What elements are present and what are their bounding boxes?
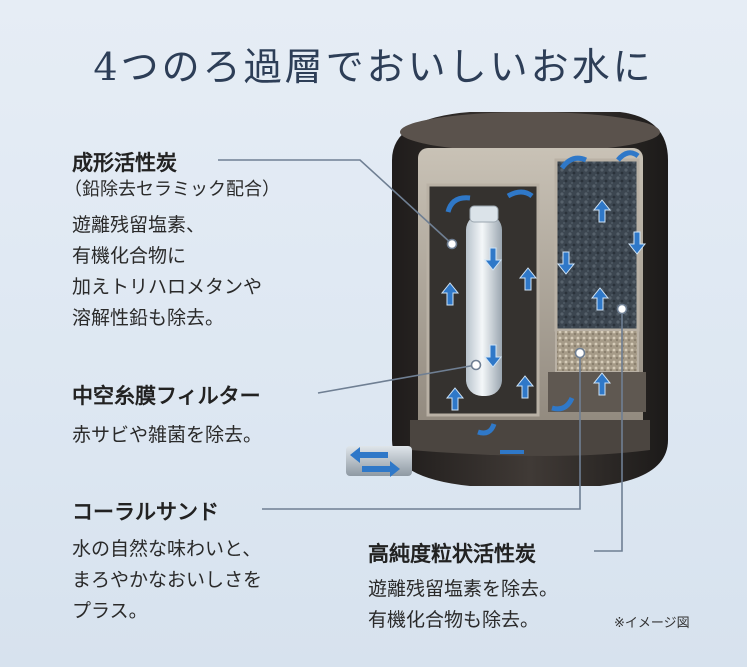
description-line: 加えトリハロメタンや (72, 276, 263, 298)
flow-arrow-icon (506, 189, 534, 199)
hollow-fiber-description: 赤サビや雑菌を除去。 (72, 420, 262, 451)
callout-line-activated-carbon (218, 159, 453, 245)
activated-carbon-description: 遊離残留塩素、 有機化合物に 加えトリハロメタンや 溶解性鉛も除去。 (72, 210, 262, 334)
flow-arrow-icon (559, 155, 587, 170)
flow-arrow-icon (551, 396, 575, 412)
description-line: プラス。 (72, 600, 148, 622)
granular-carbon-description: 遊離残留塩素を除去。 有機化合物も除去。 (368, 574, 558, 636)
activated-carbon-heading: 成形活性炭 (72, 151, 177, 175)
callout-lines (218, 159, 628, 552)
granular-carbon-heading: 高純度粒状活性炭 (368, 542, 536, 566)
description-line: 遊離残留塩素を除去。 (368, 578, 559, 600)
hollow-fiber-heading: 中空糸膜フィルター (72, 384, 261, 408)
description-line: 溶解性鉛も除去。 (72, 307, 225, 329)
callout-line-granular-carbon (594, 309, 623, 552)
callout-line-coral-sand (262, 353, 581, 510)
flow-arrow-icon (445, 195, 471, 213)
flow-arrow-icon (616, 150, 640, 162)
description-line: 有機化合物も除去。 (368, 609, 540, 631)
hollow-fiber-tube (466, 214, 502, 396)
coral-sand-bed (555, 329, 639, 373)
coral-sand-heading: コーラルサンド (72, 500, 219, 524)
water-inlet-icon (346, 446, 412, 477)
coral-sand-description: 水の自然な味わいと、 まろやかなおいしさを プラス。 (72, 534, 262, 627)
description-line: 遊離残留塩素、 (72, 214, 206, 236)
image-note: ※イメージ図 (614, 616, 690, 631)
description-line: 水の自然な味わいと、 (72, 538, 262, 560)
description-line: 赤サビや雑菌を除去。 (72, 424, 263, 446)
description-line: 有機化合物に (72, 245, 187, 267)
cartridge-rim (400, 112, 660, 152)
callout-line-hollow-fiber (317, 364, 477, 394)
flow-arrow-icon (477, 423, 497, 436)
page-title: 4つのろ過層でおいしいお水に (93, 45, 654, 89)
activated-carbon-subheading: （鉛除去セラミック配合） (64, 179, 280, 200)
description-line: まろやかなおいしさを (72, 569, 263, 591)
